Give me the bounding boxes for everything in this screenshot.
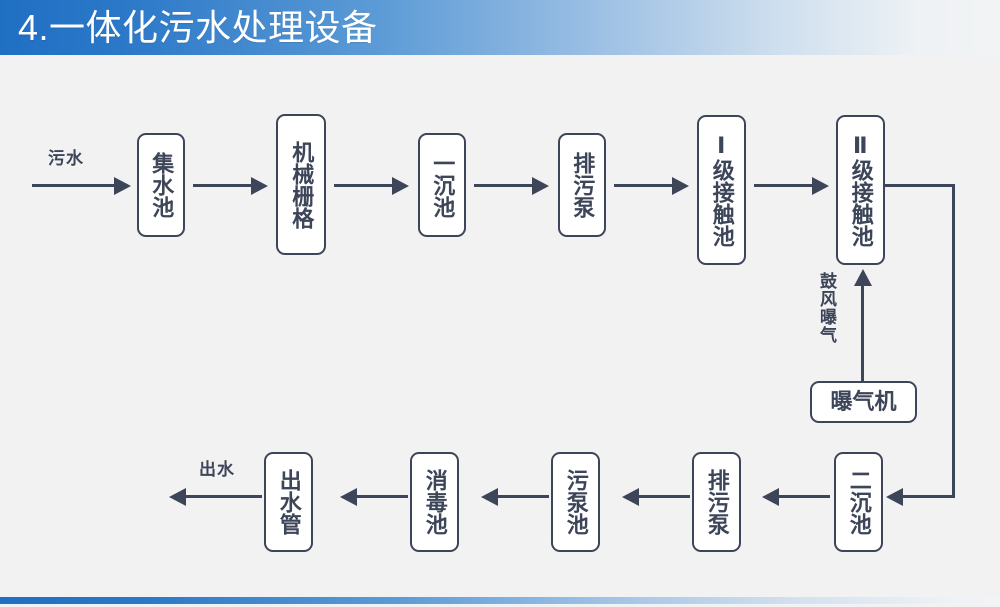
connector-2-line (334, 184, 396, 187)
connector-aeration-line (861, 285, 864, 381)
node-primary-settler[interactable]: 一沉池 (418, 133, 466, 237)
node-collection-tank-label: 集水池 (149, 152, 175, 218)
node-sludge-pump-tank-label: 污泵池 (563, 469, 589, 535)
node-aerator[interactable]: 曝气机 (810, 381, 917, 423)
connector-6-line (768, 495, 830, 498)
node-contact-tank-2[interactable]: Ⅱ级接触池 (836, 115, 885, 265)
node-mechanical-grate-label: 机械栅格 (289, 140, 315, 229)
connector-wrap-top (885, 184, 955, 187)
node-sludge-pump-tank[interactable]: 污泵池 (551, 452, 600, 552)
node-disinfection-tank-label: 消毒池 (422, 469, 448, 535)
node-secondary-settler-label: 二沉池 (846, 469, 872, 535)
connector-effluent-line (186, 495, 262, 498)
arrow-5 (812, 176, 829, 195)
flow-label-influent: 污水 (48, 149, 84, 168)
flow-label-aeration: 鼓风曝气 (817, 272, 836, 344)
flow-label-effluent: 出水 (199, 460, 235, 479)
connector-9-line (346, 495, 408, 498)
node-sewage-pump-top-label: 排污泵 (570, 152, 596, 218)
node-disinfection-tank[interactable]: 消毒池 (410, 452, 459, 552)
node-primary-settler-label: 一沉池 (430, 152, 456, 218)
node-collection-tank[interactable]: 集水池 (137, 133, 185, 237)
node-sewage-pump-top[interactable]: 排污泵 (558, 133, 606, 237)
footer-accent-strip (0, 597, 1000, 604)
node-mechanical-grate[interactable]: 机械栅格 (276, 114, 326, 255)
arrow-2 (392, 176, 409, 195)
node-outlet-pipe-label: 出水管 (276, 469, 302, 535)
node-secondary-settler[interactable]: 二沉池 (834, 452, 883, 552)
connector-7-line (628, 495, 690, 498)
arrow-1 (251, 176, 268, 195)
connector-4-line (614, 184, 676, 187)
arrow-9 (340, 488, 357, 506)
connector-8-line (487, 495, 549, 498)
connector-influent-line (32, 184, 118, 187)
arrow-effluent (169, 488, 186, 506)
process-flow-diagram: 污水 集水池 机械栅格 一沉池 排污泵 Ⅰ级接触池 Ⅱ级接触池 鼓风曝气 (0, 55, 1000, 597)
connector-3-line (474, 184, 536, 187)
connector-wrap-bottom (892, 495, 955, 498)
node-contact-tank-1[interactable]: Ⅰ级接触池 (697, 115, 746, 265)
arrow-6 (762, 488, 779, 506)
node-sewage-pump-bottom-label: 排污泵 (704, 469, 730, 535)
arrow-3 (532, 176, 549, 195)
header-banner: 4.一体化污水处理设备 (0, 0, 1000, 55)
arrow-4 (672, 176, 689, 195)
connector-wrap-right (952, 184, 955, 497)
arrow-influent (114, 176, 131, 195)
connector-5-line (754, 184, 816, 187)
node-contact-tank-1-label: Ⅰ级接触池 (709, 133, 735, 247)
node-sewage-pump-bottom[interactable]: 排污泵 (692, 452, 741, 552)
arrow-wrap-into-secondary-settler (886, 488, 903, 506)
page-title: 4.一体化污水处理设备 (18, 7, 378, 48)
node-aerator-label: 曝气机 (830, 388, 897, 414)
node-contact-tank-2-label: Ⅱ级接触池 (848, 133, 874, 247)
node-outlet-pipe[interactable]: 出水管 (264, 452, 313, 552)
arrow-7 (622, 488, 639, 506)
arrow-8 (481, 488, 498, 506)
arrow-aeration (853, 269, 872, 286)
connector-1-line (193, 184, 255, 187)
